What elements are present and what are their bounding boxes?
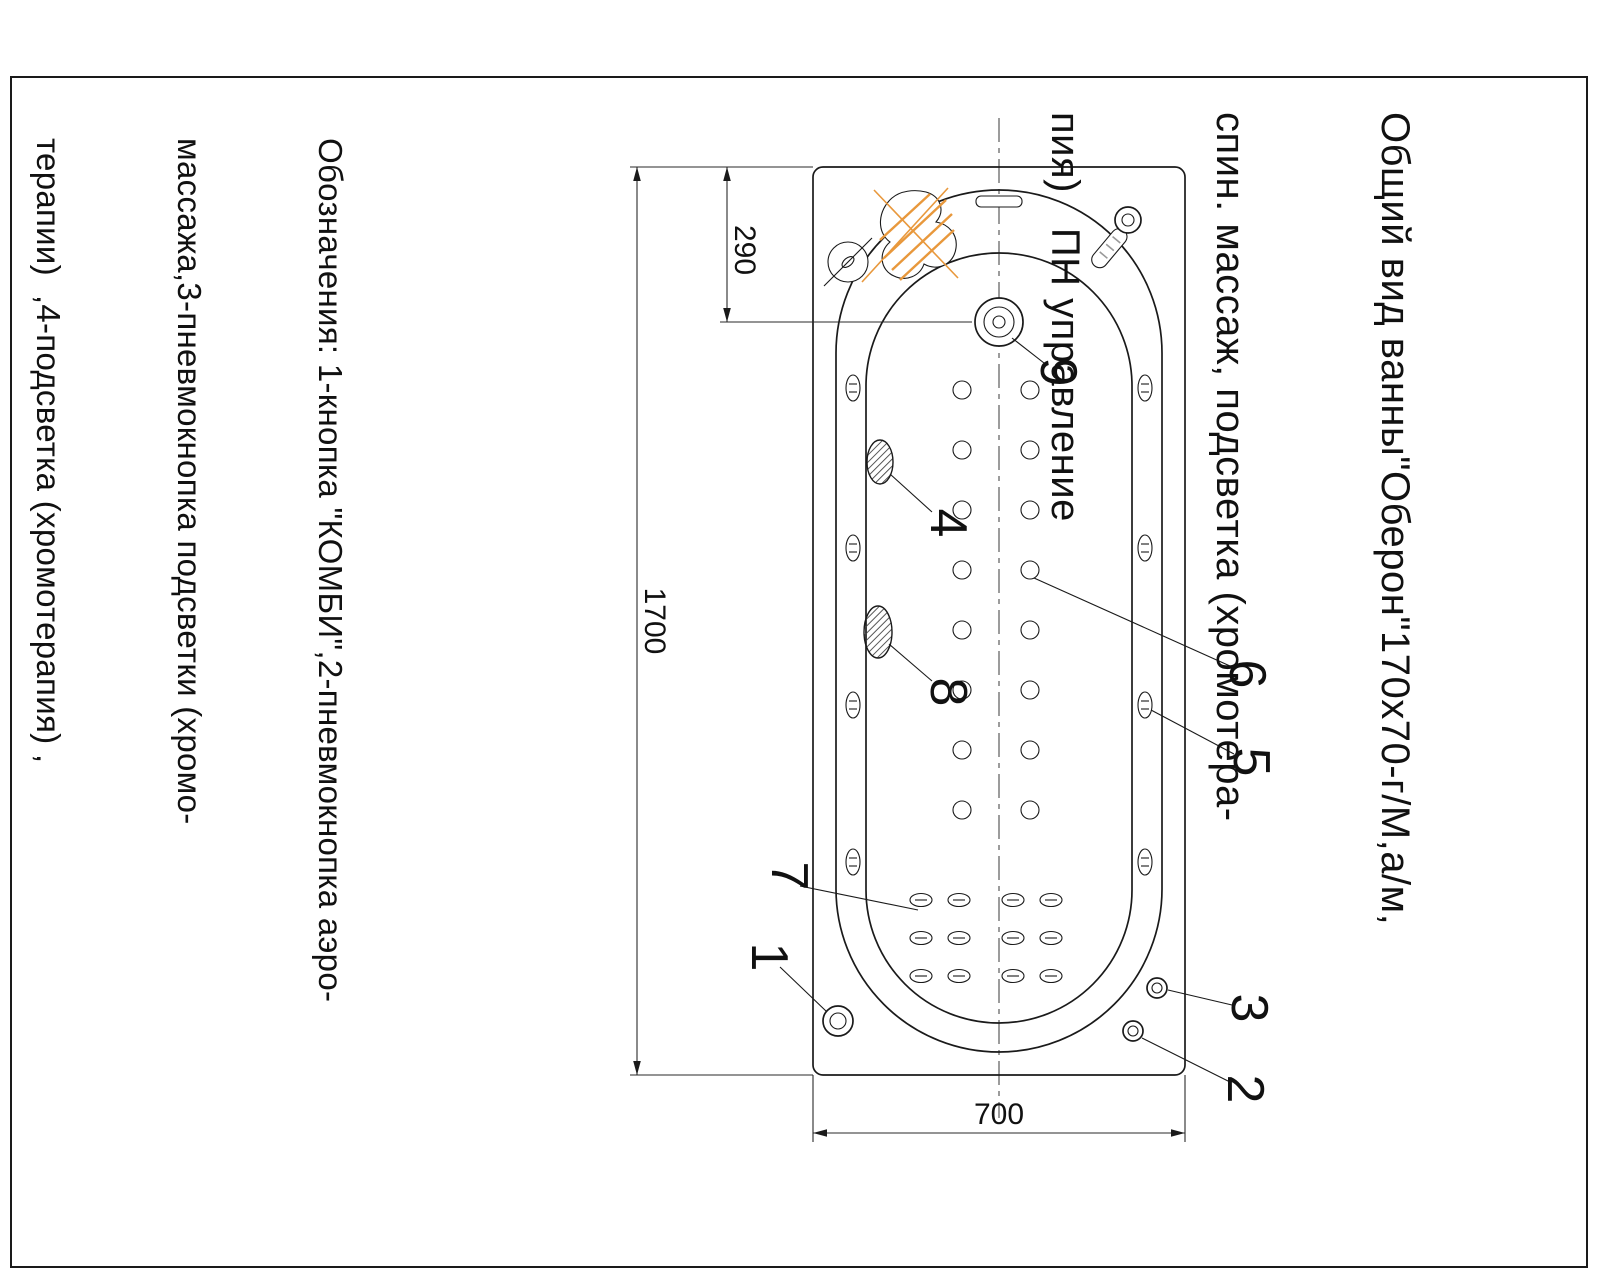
kombi-button — [822, 1005, 854, 1037]
dim-width-label: 700 — [974, 1098, 1024, 1131]
legend-line: массажа,3-пневмокнопка подсветки (хромо- — [171, 138, 208, 825]
faucet-fixture — [861, 187, 959, 283]
drawing-title: Общий вид ванны"Оберон"170х70-г/М,а/м, с… — [927, 112, 1532, 1092]
chromotherapy-light — [866, 439, 894, 485]
drain — [974, 297, 1024, 347]
overflow-slot — [975, 195, 1023, 208]
light-pneumo-button — [1146, 977, 1168, 999]
legend: Обозначения: 1-кнопка "КОМБИ",2-пневмокн… — [0, 138, 448, 1158]
title-line-2: спин. массаж, подсветка (хромотера- — [1208, 112, 1252, 822]
dim-length-label: 1700 — [638, 588, 671, 655]
callout-2: 2 — [1216, 1075, 1274, 1104]
legend-line: терапии) ,4-подсветка (хромотерапия) , — [30, 138, 67, 764]
callout-1: 1 — [740, 943, 798, 972]
water-intake — [863, 605, 893, 659]
callout-8: 8 — [919, 678, 977, 707]
callout-6: 6 — [1218, 660, 1276, 689]
callout-leader-lines — [779, 337, 1235, 1083]
callout-5: 5 — [1222, 748, 1280, 777]
title-line-3: пия) ПН управление — [1043, 112, 1087, 522]
callout-4: 4 — [919, 509, 977, 538]
shower-handset — [1091, 206, 1142, 269]
faucet-hatch — [861, 187, 959, 283]
dim-drain-offset-label: 290 — [728, 225, 761, 275]
aero-pneumo-button — [1122, 1020, 1144, 1042]
callout-3: 3 — [1220, 994, 1278, 1023]
callout-7: 7 — [760, 862, 818, 891]
callout-9: 9 — [1029, 358, 1087, 387]
sheet-border — [10, 76, 1588, 1268]
mixer-knob — [823, 237, 873, 287]
title-line-1: Общий вид ванны"Оберон"170х70-г/М,а/м, — [1373, 112, 1417, 926]
legend-line: Обозначения: 1-кнопка "КОМБИ",2-пневмокн… — [312, 138, 349, 1003]
dimension-lines — [630, 166, 1186, 1142]
